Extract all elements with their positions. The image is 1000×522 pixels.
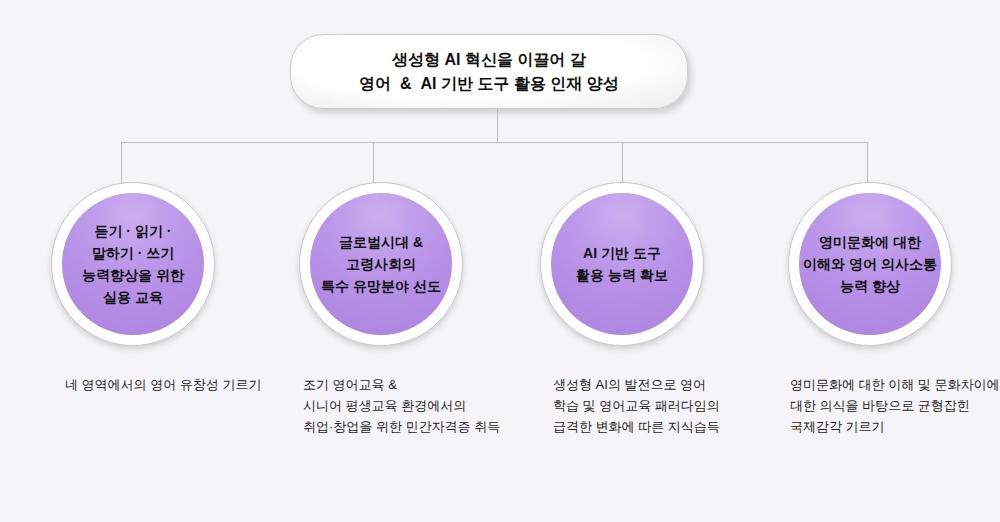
connector-drop-3 (622, 142, 623, 183)
root-goal-text: 생성형 AI 혁신을 이끌어 갈 영어 & AI 기반 도구 활용 인재 양성 (359, 48, 619, 96)
branch-circle-3: AI 기반 도구 활용 능력 확보 (540, 182, 704, 346)
branch-description-1: 네 영역에서의 영어 유창성 기르기 (65, 374, 261, 395)
branch-circle-fill-4: 영미문화에 대한 이해와 영어 의사소통 능력 향상 (799, 193, 941, 335)
branch-circle-fill-1: 듣기 · 읽기 · 말하기 · 쓰기 능력향상을 위한 실용 교육 (62, 193, 204, 335)
connector-drop-1 (121, 142, 122, 183)
branch-circle-text-2: 글로벌시대 & 고령사회의 특수 유망분야 선도 (321, 231, 441, 297)
branch-circle-2: 글로벌시대 & 고령사회의 특수 유망분야 선도 (299, 182, 463, 346)
branch-circle-text-1: 듣기 · 읽기 · 말하기 · 쓰기 능력향상을 위한 실용 교육 (82, 220, 184, 308)
branch-circle-fill-2: 글로벌시대 & 고령사회의 특수 유망분야 선도 (310, 193, 452, 335)
branch-circle-text-3: AI 기반 도구 활용 능력 확보 (576, 242, 668, 286)
branch-circle-fill-3: AI 기반 도구 활용 능력 확보 (551, 193, 693, 335)
branch-circle-4: 영미문화에 대한 이해와 영어 의사소통 능력 향상 (788, 182, 952, 346)
branch-description-2: 조기 영어교육 & 시니어 평생교육 환경에서의 취업·창업을 위한 민간자격증… (303, 374, 500, 437)
branch-circle-text-4: 영미문화에 대한 이해와 영어 의사소통 능력 향상 (803, 231, 937, 297)
branch-description-3: 생성형 AI의 발전으로 영어 학습 및 영어교육 패러다임의 급격한 변화에 … (553, 374, 720, 437)
connector-drop-4 (867, 142, 868, 183)
branch-description-4: 영미문화에 대한 이해 및 문화차이에 대한 의식을 바탕으로 균형잡힌 국제감… (790, 374, 999, 437)
connector-root-stem (497, 108, 498, 142)
connector-drop-2 (373, 142, 374, 183)
root-goal-box: 생성형 AI 혁신을 이끌어 갈 영어 & AI 기반 도구 활용 인재 양성 (290, 34, 688, 109)
branch-circle-1: 듣기 · 읽기 · 말하기 · 쓰기 능력향상을 위한 실용 교육 (51, 182, 215, 346)
connector-horizontal (121, 142, 867, 143)
